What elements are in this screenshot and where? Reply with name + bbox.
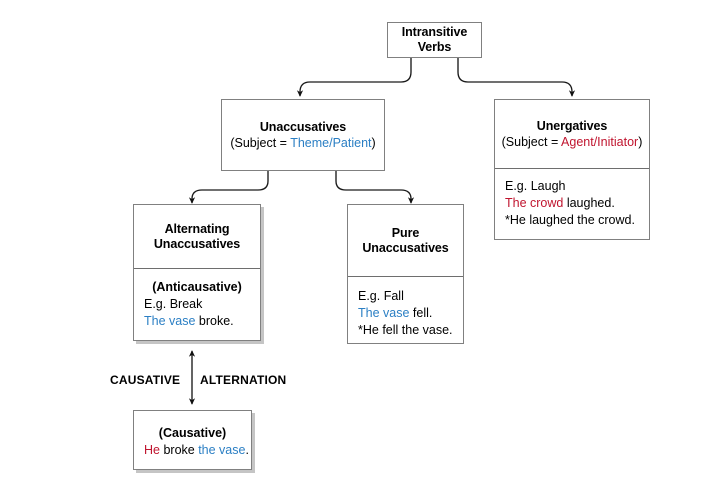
node-causative-body: (Causative) He broke the vase. bbox=[134, 411, 251, 467]
sentence-rest: fell. bbox=[409, 306, 433, 320]
node-alternating-unaccusatives-title-line1: Alternating bbox=[164, 221, 230, 236]
alternating-example-label: E.g. Break bbox=[144, 297, 203, 311]
node-unaccusatives[interactable]: Unaccusatives (Subject = Theme/Patient) bbox=[221, 99, 385, 171]
connector-unaccusatives-to-pure bbox=[335, 171, 415, 204]
grammatical-rest: laughed. bbox=[563, 196, 615, 210]
subject-prefix: (Subject = bbox=[230, 135, 291, 150]
sentence-subject: The vase bbox=[358, 306, 410, 320]
node-pure-unaccusatives[interactable]: Pure Unaccusatives E.g. Fall The vase fe… bbox=[347, 204, 464, 344]
node-intransitive-verbs-head: Intransitive Verbs bbox=[388, 23, 481, 57]
sentence-subject: He bbox=[144, 443, 160, 457]
sentence-object: the vase bbox=[198, 443, 246, 457]
connector-unaccusatives-to-alternating bbox=[188, 171, 269, 204]
sentence-end: . bbox=[245, 443, 249, 457]
subject-prefix: (Subject = bbox=[501, 134, 562, 149]
node-intransitive-verbs-title-line1: Intransitive bbox=[401, 25, 468, 39]
node-intransitive-verbs-title-line2: Verbs bbox=[417, 40, 452, 54]
node-pure-unaccusatives-title-line2: Unaccusatives bbox=[362, 240, 449, 255]
node-alternating-unaccusatives-title-line2: Unaccusatives bbox=[153, 236, 241, 251]
node-unergatives-subject: (Subject = Agent/Initiator) bbox=[502, 134, 643, 150]
node-unergatives-head: Unergatives (Subject = Agent/Initiator) bbox=[495, 100, 649, 168]
subject-suffix: ) bbox=[638, 134, 643, 149]
unergatives-ungrammatical-sentence: *He laughed the crowd. bbox=[505, 213, 635, 227]
grammatical-subject: The crowd bbox=[505, 196, 564, 210]
causative-sentence: He broke the vase. bbox=[144, 442, 249, 459]
node-unergatives-body: E.g. Laugh The crowd laughed. *He laughe… bbox=[495, 168, 649, 237]
subject-role-agent-initiator: Agent/Initiator bbox=[561, 134, 639, 149]
sentence-rest: broke. bbox=[195, 314, 234, 328]
node-alternating-unaccusatives-body: (Anticausative) E.g. Break The vase brok… bbox=[134, 268, 260, 338]
causative-frame-label: (Causative) bbox=[158, 426, 227, 440]
unergatives-example-label: E.g. Laugh bbox=[505, 179, 566, 193]
node-unaccusatives-head: Unaccusatives (Subject = Theme/Patient) bbox=[222, 100, 384, 170]
node-unergatives[interactable]: Unergatives (Subject = Agent/Initiator) … bbox=[494, 99, 650, 240]
node-unaccusatives-title: Unaccusatives bbox=[259, 119, 347, 134]
alternation-label-left: CAUSATIVE bbox=[110, 373, 181, 387]
connector-root-to-unergatives bbox=[457, 58, 576, 97]
unergatives-grammatical-sentence: The crowd laughed. bbox=[505, 195, 639, 212]
node-pure-unaccusatives-title-line1: Pure bbox=[391, 225, 420, 240]
node-intransitive-verbs[interactable]: Intransitive Verbs bbox=[387, 22, 482, 58]
node-alternating-unaccusatives[interactable]: Alternating Unaccusatives (Anticausative… bbox=[133, 204, 261, 341]
node-pure-unaccusatives-body: E.g. Fall The vase fell. *He fell the va… bbox=[348, 276, 463, 347]
alternation-label-right: ALTERNATION bbox=[200, 373, 287, 387]
alternating-sentence: The vase broke. bbox=[144, 313, 250, 330]
node-unaccusatives-subject: (Subject = Theme/Patient) bbox=[230, 135, 375, 151]
node-pure-unaccusatives-head: Pure Unaccusatives bbox=[348, 205, 463, 276]
pure-example-label: E.g. Fall bbox=[358, 289, 404, 303]
node-causative[interactable]: (Causative) He broke the vase. bbox=[133, 410, 252, 470]
connector-root-to-unaccusatives bbox=[296, 58, 412, 97]
anticausative-frame-label: (Anticausative) bbox=[152, 280, 242, 294]
subject-suffix: ) bbox=[371, 135, 376, 150]
pure-grammatical-sentence: The vase fell. bbox=[358, 305, 453, 322]
node-alternating-unaccusatives-head: Alternating Unaccusatives bbox=[134, 205, 260, 268]
sentence-mid: broke bbox=[159, 443, 199, 457]
pure-ungrammatical-sentence: *He fell the vase. bbox=[358, 323, 453, 337]
subject-role-theme-patient: Theme/Patient bbox=[290, 135, 372, 150]
node-unergatives-title: Unergatives bbox=[536, 118, 608, 133]
sentence-subject: The vase bbox=[144, 314, 196, 328]
